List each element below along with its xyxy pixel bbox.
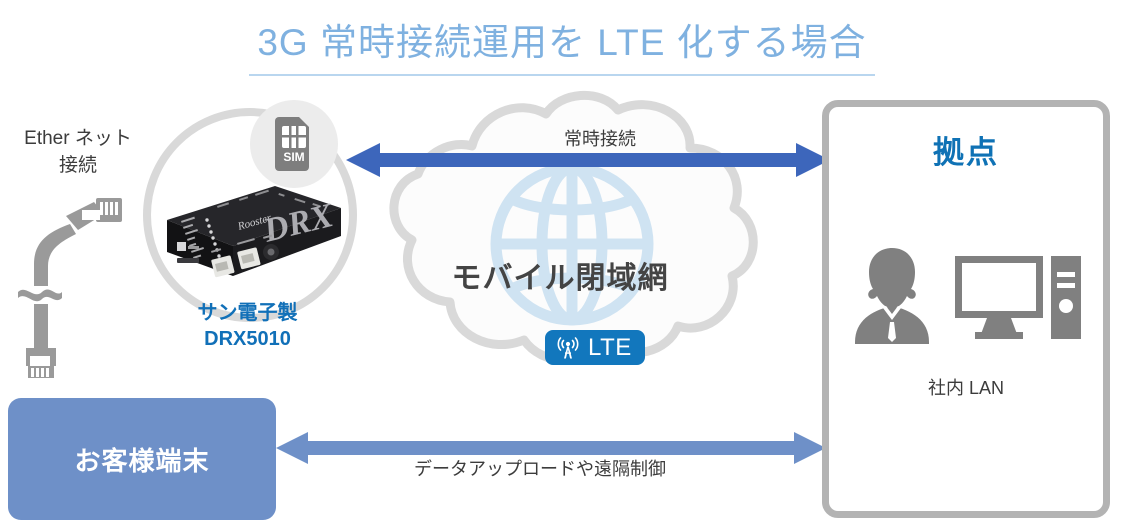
ethernet-cable-icon (8, 180, 128, 385)
site-title: 拠点 (933, 135, 999, 170)
device-caption: サン電子製 DRX5010 (160, 300, 335, 353)
always-on-connection-arrow (346, 139, 830, 186)
page-title: 3G 常時接続運用を LTE 化する場合 (249, 12, 875, 76)
desktop-monitor-icon (955, 256, 1081, 339)
lte-label: LTE (588, 333, 632, 361)
highlight-circle (143, 108, 357, 322)
ethernet-label-line-2: 接続 (58, 154, 97, 176)
cell-tower-icon (557, 336, 579, 358)
sim-badge: SIM (250, 100, 338, 188)
ethernet-label-line-1: Ether ネット (24, 128, 132, 149)
data-upload-remote-control-label: データアップロードや遠隔制御 (414, 459, 666, 479)
customer-terminal-label: お客様端末 (74, 445, 210, 476)
pc-tower-icon (1051, 256, 1081, 339)
lte-badge: LTE (545, 330, 645, 365)
customer-terminal-box: お客様端末 (8, 398, 276, 520)
internal-lan-caption: 社内 LAN (927, 378, 1005, 398)
device-model-label: DRX5010 (204, 328, 291, 351)
always-on-connection-label: 常時接続 (564, 129, 636, 149)
diagram-title-container: 3G 常時接続運用を LTE 化する場合 (0, 12, 1124, 76)
site-icon-group (822, 244, 1110, 348)
sim-label: SIM (283, 150, 304, 164)
data-upload-remote-control-arrow (276, 428, 826, 473)
device-vendor-label: サン電子製 (197, 302, 298, 324)
person-silhouette-icon (855, 248, 929, 344)
globe-watermark-icon (490, 162, 654, 326)
drx-router-device: Rooster DRX (155, 180, 345, 300)
sim-card-icon: SIM (275, 117, 309, 171)
cloud-label: モバイル閉域網 (451, 262, 669, 295)
ethernet-connection-label: Ether ネット 接続 (3, 126, 153, 180)
